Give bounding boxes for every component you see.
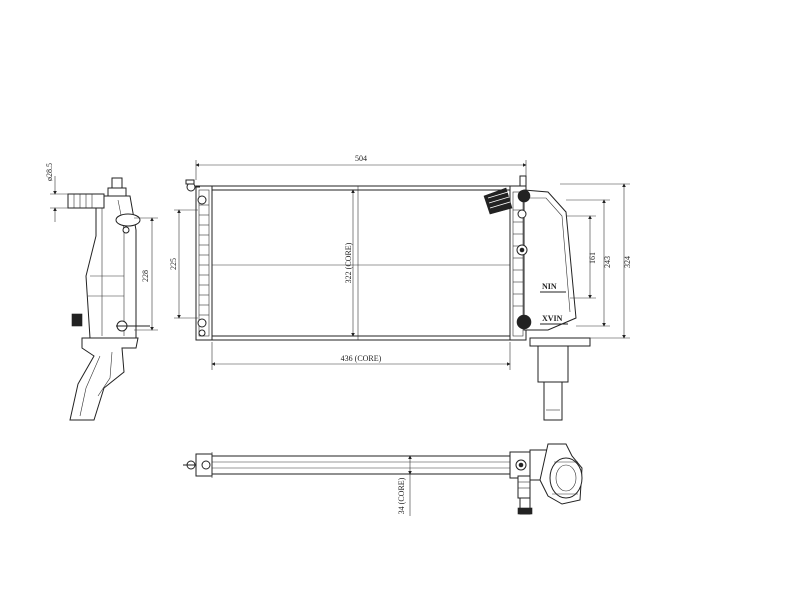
dimension-side-height: 228 bbox=[134, 217, 158, 331]
dimension-label: 504 bbox=[355, 154, 367, 163]
radiator-core bbox=[211, 185, 511, 341]
dimension-core-height: 322 (CORE) bbox=[344, 189, 355, 337]
bleed-screw-icon bbox=[519, 175, 527, 187]
dimension-pipe-diameter: ø28.5 bbox=[45, 163, 70, 222]
right-tank: NIN XVIN bbox=[483, 175, 591, 421]
dimension-tank-height: 225 bbox=[169, 209, 198, 319]
top-right-tank bbox=[509, 443, 583, 515]
drain-plug-icon bbox=[71, 313, 83, 327]
tank-bolt-icon bbox=[197, 195, 207, 205]
fitting-label-upper: NIN bbox=[542, 282, 557, 291]
dimension-inlet-pitch: 243 bbox=[566, 199, 612, 327]
dimension-label: ø28.5 bbox=[45, 163, 54, 181]
dimension-label: 161 bbox=[588, 252, 597, 264]
dimension-label: 436 (CORE) bbox=[341, 354, 382, 363]
dimension-overall-width: 504 bbox=[195, 154, 527, 180]
outlet-pipe bbox=[529, 337, 591, 421]
upper-fitting-icon bbox=[517, 189, 531, 203]
dimension-label: 228 bbox=[141, 270, 150, 282]
top-left-tank bbox=[183, 452, 213, 478]
side-outlet-pipe bbox=[69, 337, 139, 421]
lower-fitting-icon bbox=[516, 314, 532, 330]
dimension-label: 324 bbox=[623, 256, 632, 268]
side-view: ø28.5 228 bbox=[45, 163, 158, 421]
front-view: NIN XVIN 504 436 (CORE) bbox=[169, 154, 632, 421]
mounting-pin-top-left bbox=[185, 179, 200, 192]
dimension-label: 322 (CORE) bbox=[344, 242, 353, 283]
dimension-core-depth: 34 (CORE) bbox=[397, 455, 412, 516]
dimension-label: 34 (CORE) bbox=[397, 477, 406, 514]
sensor-port-icon bbox=[115, 213, 141, 227]
dimension-core-width: 436 (CORE) bbox=[211, 342, 511, 370]
dimension-label: 225 bbox=[169, 258, 178, 270]
dimension-label: 243 bbox=[603, 256, 612, 268]
filler-cap-icon bbox=[483, 187, 513, 215]
left-tank bbox=[185, 179, 213, 341]
tank-bolt-icon bbox=[197, 318, 207, 328]
tank-bolt-icon bbox=[198, 329, 206, 337]
dimension-overall-height: 324 bbox=[560, 183, 632, 339]
dimension-fitting-distance: 161 bbox=[566, 215, 597, 299]
side-inlet-pipe bbox=[67, 193, 105, 209]
fitting-label-lower: XVIN bbox=[542, 314, 563, 323]
top-view: 34 (CORE) bbox=[183, 443, 583, 516]
